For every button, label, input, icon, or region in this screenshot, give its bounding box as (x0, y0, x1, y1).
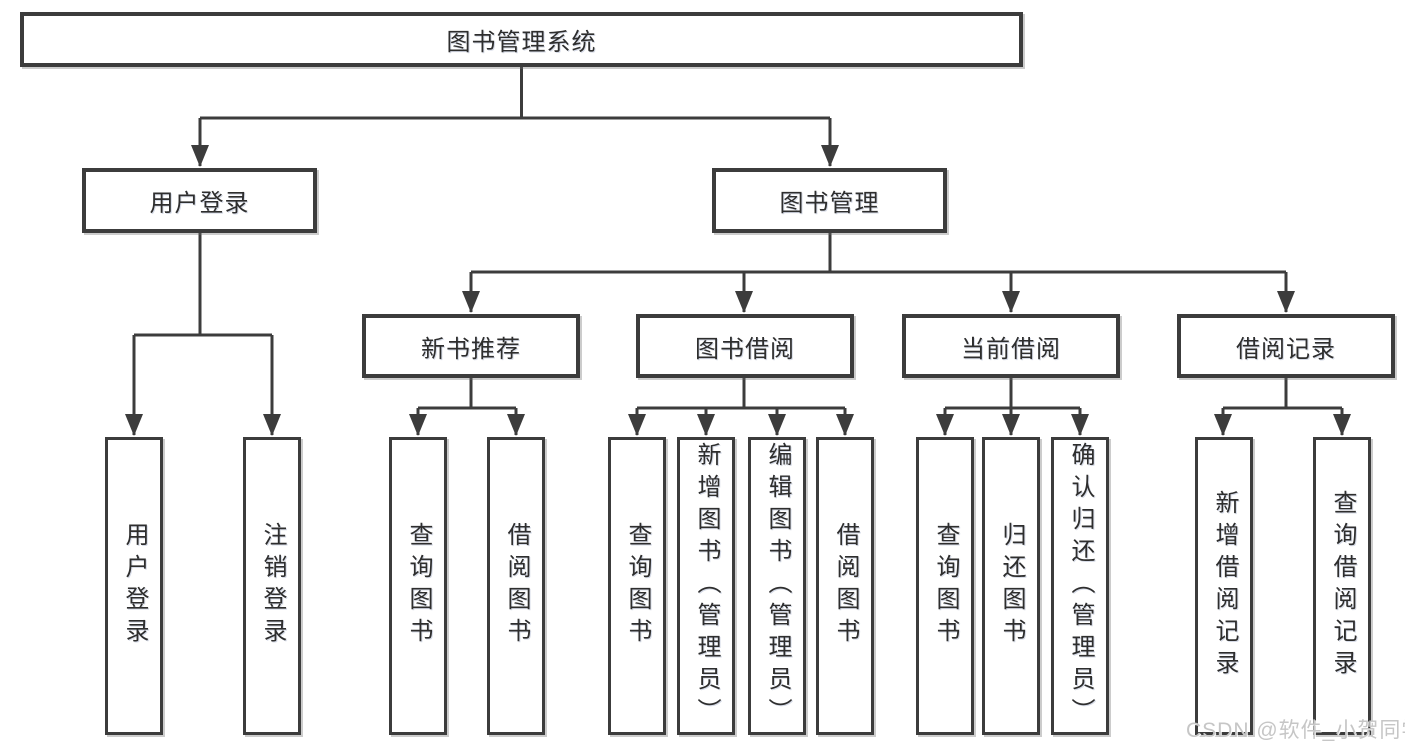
leaf-query-books-3: 查询图书 (916, 437, 974, 735)
leaf-user-login-label: 用户登录 (121, 522, 148, 650)
leaf-query-books-2: 查询图书 (608, 437, 666, 735)
leaf-confirm-return-admin-label: 确认归还（管理员） (1067, 442, 1094, 730)
leaf-add-borrow-record: 新增借阅记录 (1195, 437, 1253, 735)
leaf-add-book-admin: 新增图书（管理员） (677, 437, 735, 735)
csdn-watermark: CSDN @软件_小贺同学 (1186, 719, 1405, 742)
node-book-borrow: 图书借阅 (636, 314, 854, 378)
leaf-query-books-2-label: 查询图书 (624, 522, 651, 650)
leaf-query-books-1: 查询图书 (389, 437, 447, 735)
leaf-borrow-books-1-label: 借阅图书 (503, 522, 530, 650)
leaf-logout: 注销登录 (243, 437, 301, 735)
node-book-management: 图书管理 (712, 168, 947, 233)
node-user-login: 用户登录 (82, 168, 317, 233)
leaf-query-books-3-label: 查询图书 (932, 522, 959, 650)
leaf-add-book-admin-label: 新增图书（管理员） (693, 442, 720, 730)
leaf-edit-book-admin-label: 编辑图书（管理员） (764, 442, 791, 730)
node-current-borrow: 当前借阅 (902, 314, 1120, 378)
node-borrow-records: 借阅记录 (1177, 314, 1395, 378)
node-library-management-system: 图书管理系统 (20, 12, 1023, 67)
leaf-logout-label: 注销登录 (259, 522, 286, 650)
leaf-query-borrow-record: 查询借阅记录 (1313, 437, 1371, 735)
leaf-add-borrow-record-label: 新增借阅记录 (1211, 490, 1238, 682)
leaf-borrow-books-1: 借阅图书 (487, 437, 545, 735)
leaf-confirm-return-admin: 确认归还（管理员） (1051, 437, 1109, 735)
leaf-query-borrow-record-label: 查询借阅记录 (1329, 490, 1356, 682)
leaf-edit-book-admin: 编辑图书（管理员） (748, 437, 806, 735)
leaf-return-book-label: 归还图书 (998, 522, 1025, 650)
leaf-user-login: 用户登录 (105, 437, 163, 735)
leaf-borrow-books-2: 借阅图书 (816, 437, 874, 735)
leaf-borrow-books-2-label: 借阅图书 (832, 522, 859, 650)
leaf-return-book: 归还图书 (982, 437, 1040, 735)
leaf-query-books-1-label: 查询图书 (405, 522, 432, 650)
node-new-book-recommend: 新书推荐 (362, 314, 580, 378)
